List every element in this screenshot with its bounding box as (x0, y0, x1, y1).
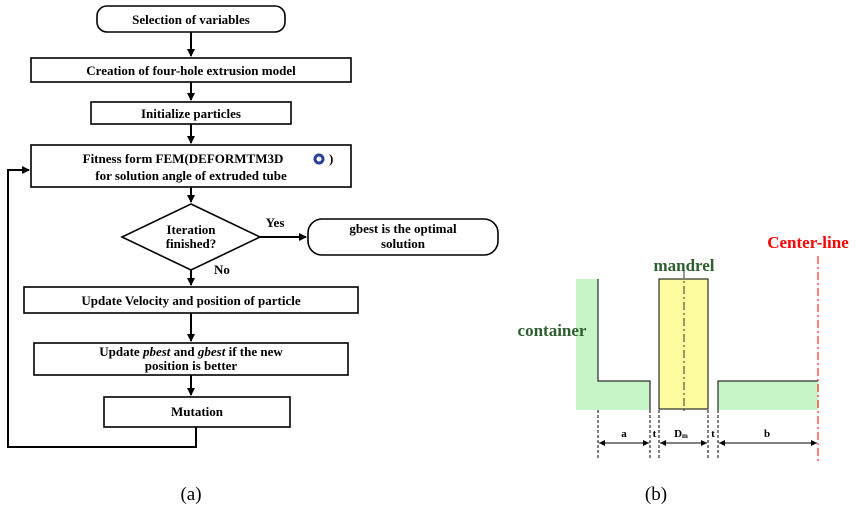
mandrel-body (658, 278, 709, 410)
gbest-box (307, 218, 499, 256)
dim-t-left: t (653, 428, 657, 440)
die-outline-right (717, 380, 818, 410)
caption-a: (a) (180, 484, 201, 505)
step-initialize-text: Initialize particles (141, 106, 241, 121)
step-mutation-box (103, 396, 291, 428)
dimension-arrowheads (599, 440, 817, 446)
step-creation-box (30, 57, 352, 83)
die-region-right (718, 381, 818, 410)
container-label: container (518, 321, 587, 340)
step-selection-text: Selection of variables (132, 12, 250, 27)
step-update-best-text-1: Update pbest and gbest if the new (99, 344, 283, 359)
container-outline (597, 279, 651, 410)
step-update-velocity-text: Update Velocity and position of particle (81, 293, 300, 308)
decision-text-2: finished? (166, 236, 217, 251)
center-line-label: Center-line (767, 233, 849, 252)
step-creation-text: Creation of four-hole extrusion model (86, 63, 296, 78)
gbest-text-2: solution (381, 236, 426, 251)
dim-b: b (764, 428, 770, 440)
loop-back-arrow (7, 166, 197, 448)
deform-logo-icon (313, 153, 325, 165)
flowchart: Selection of variables Creation of four-… (7, 5, 499, 505)
step-fitness-text-1: Fitness form FEM(DEFORMTM3D (83, 151, 284, 166)
container-region (576, 279, 650, 410)
step-update-velocity-box (23, 286, 359, 314)
dim-a: a (621, 428, 627, 440)
decision-text-1: Iteration (166, 222, 216, 237)
schematic: Center-line mandrel container a t Dm t b… (518, 233, 850, 505)
gbest-text-1: gbest is the optimal (349, 221, 457, 236)
step-fitness-close-paren: ) (329, 151, 333, 166)
dim-dm: Dm (674, 428, 688, 440)
step-update-best-box (33, 342, 349, 376)
yes-label: Yes (266, 215, 285, 230)
step-update-best-text-2: position is better (145, 358, 238, 373)
step-mutation-text: Mutation (171, 404, 224, 419)
caption-b: (b) (645, 484, 667, 505)
mandrel-label: mandrel (653, 256, 714, 275)
dim-t-right: t (711, 428, 715, 440)
no-label: No (214, 262, 230, 277)
step-fitness-text-2: for solution angle of extruded tube (95, 168, 287, 183)
